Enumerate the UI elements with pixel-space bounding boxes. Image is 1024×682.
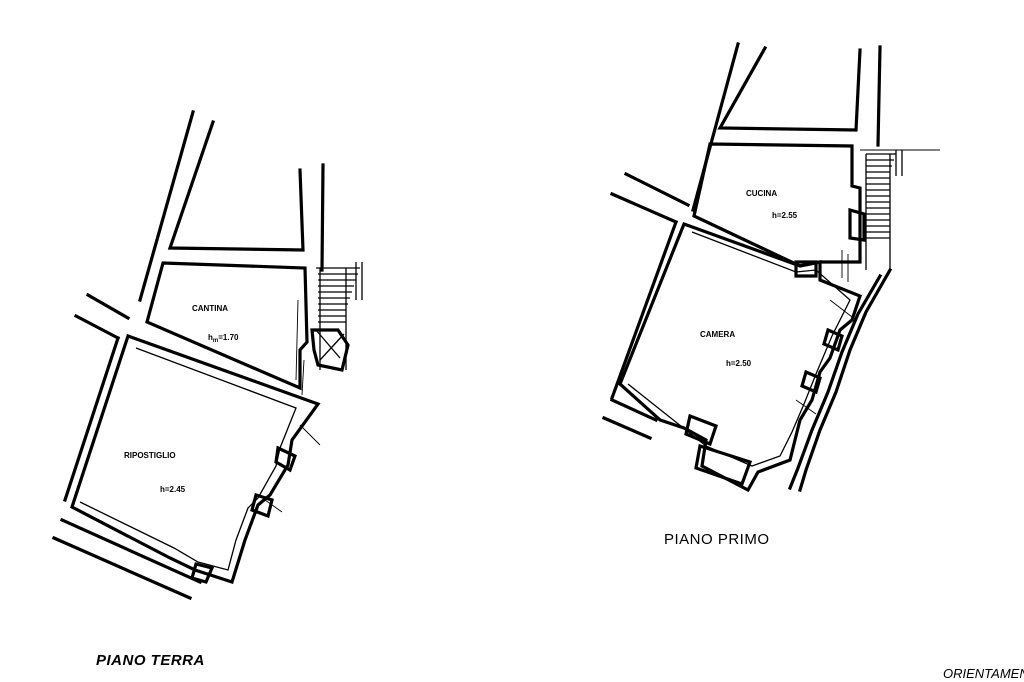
road-line <box>62 335 121 503</box>
wall-pier <box>274 445 297 473</box>
road-line <box>73 313 121 341</box>
room-height-cantina: hm=1.70 <box>208 333 239 344</box>
room-name-camera: CAMERA <box>700 330 735 339</box>
plan-piano-primo <box>601 42 940 493</box>
dimension-tick <box>795 299 857 415</box>
height-value: =1.70 <box>218 333 239 342</box>
room-name-ripostiglio: RIPOSTIGLIO <box>124 451 176 460</box>
wall-pier <box>694 443 753 487</box>
room-name-cantina: CANTINA <box>192 304 228 313</box>
room-height-camera: h=2.50 <box>726 359 752 368</box>
stairs <box>295 262 363 396</box>
plan-piano-terra <box>51 110 363 601</box>
wall-pier <box>822 327 844 353</box>
ripostiglio-walls <box>70 333 321 585</box>
room-height-ripostiglio: h=2.45 <box>160 485 186 494</box>
street-line <box>876 45 882 147</box>
outer-wall <box>787 273 883 491</box>
orientation-label: ORIENTAMENTO <box>943 666 1024 681</box>
road-line <box>601 415 653 441</box>
floor-title-piano-terra: PIANO TERRA <box>96 652 205 669</box>
road-line <box>609 219 679 401</box>
wall-pier <box>190 562 215 584</box>
stairs <box>841 150 903 282</box>
street-line <box>167 119 305 252</box>
road-line <box>85 292 131 321</box>
road-line <box>609 397 659 423</box>
height-subscript: m <box>213 338 218 344</box>
cucina-walls <box>692 142 862 268</box>
road-line <box>51 535 193 601</box>
ripostiglio-inner <box>79 347 297 571</box>
cantina-walls <box>145 261 309 391</box>
wall-pier <box>684 413 719 447</box>
room-name-cucina: CUCINA <box>746 189 777 198</box>
height-symbol: h <box>208 333 213 342</box>
dimension-tick <box>264 424 321 513</box>
wall-pier <box>250 492 274 519</box>
wall-pier <box>794 260 818 278</box>
outer-wall <box>798 267 893 492</box>
road-line <box>59 517 203 585</box>
street-line <box>320 163 325 272</box>
camera-walls <box>618 221 862 493</box>
wall-pier <box>800 369 822 395</box>
road-line <box>609 191 679 225</box>
room-height-cucina: h=2.55 <box>772 211 798 220</box>
road-line <box>623 171 691 208</box>
street-line <box>138 110 195 302</box>
street-line <box>717 45 862 132</box>
floor-title-piano-primo: PIANO PRIMO <box>664 531 770 548</box>
